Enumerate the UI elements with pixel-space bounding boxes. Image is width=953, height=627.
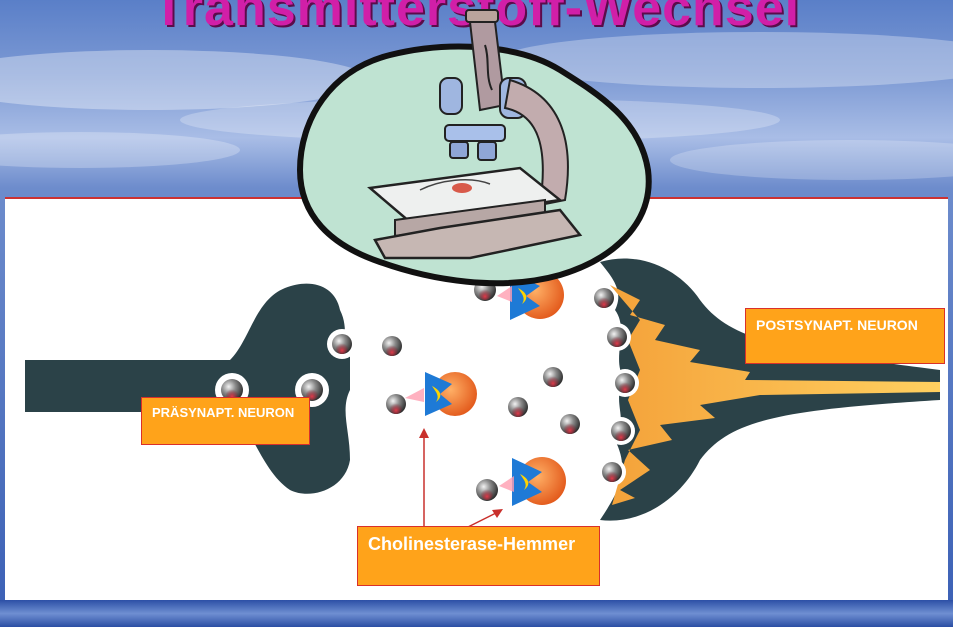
postsynaptic-neuron-label: POSTSYNAPT. NEURON (745, 308, 945, 364)
inhibitor-arrows (419, 428, 503, 528)
cholinesterase-enzyme-3 (499, 457, 566, 506)
cholinesterase-enzyme-1 (405, 372, 477, 416)
cholinesterase-inhibitor-label: Cholinesterase-Hemmer (357, 526, 600, 586)
microscope-icon (300, 10, 649, 283)
presynaptic-neuron-label: PRÄSYNAPT. NEURON (141, 397, 310, 445)
